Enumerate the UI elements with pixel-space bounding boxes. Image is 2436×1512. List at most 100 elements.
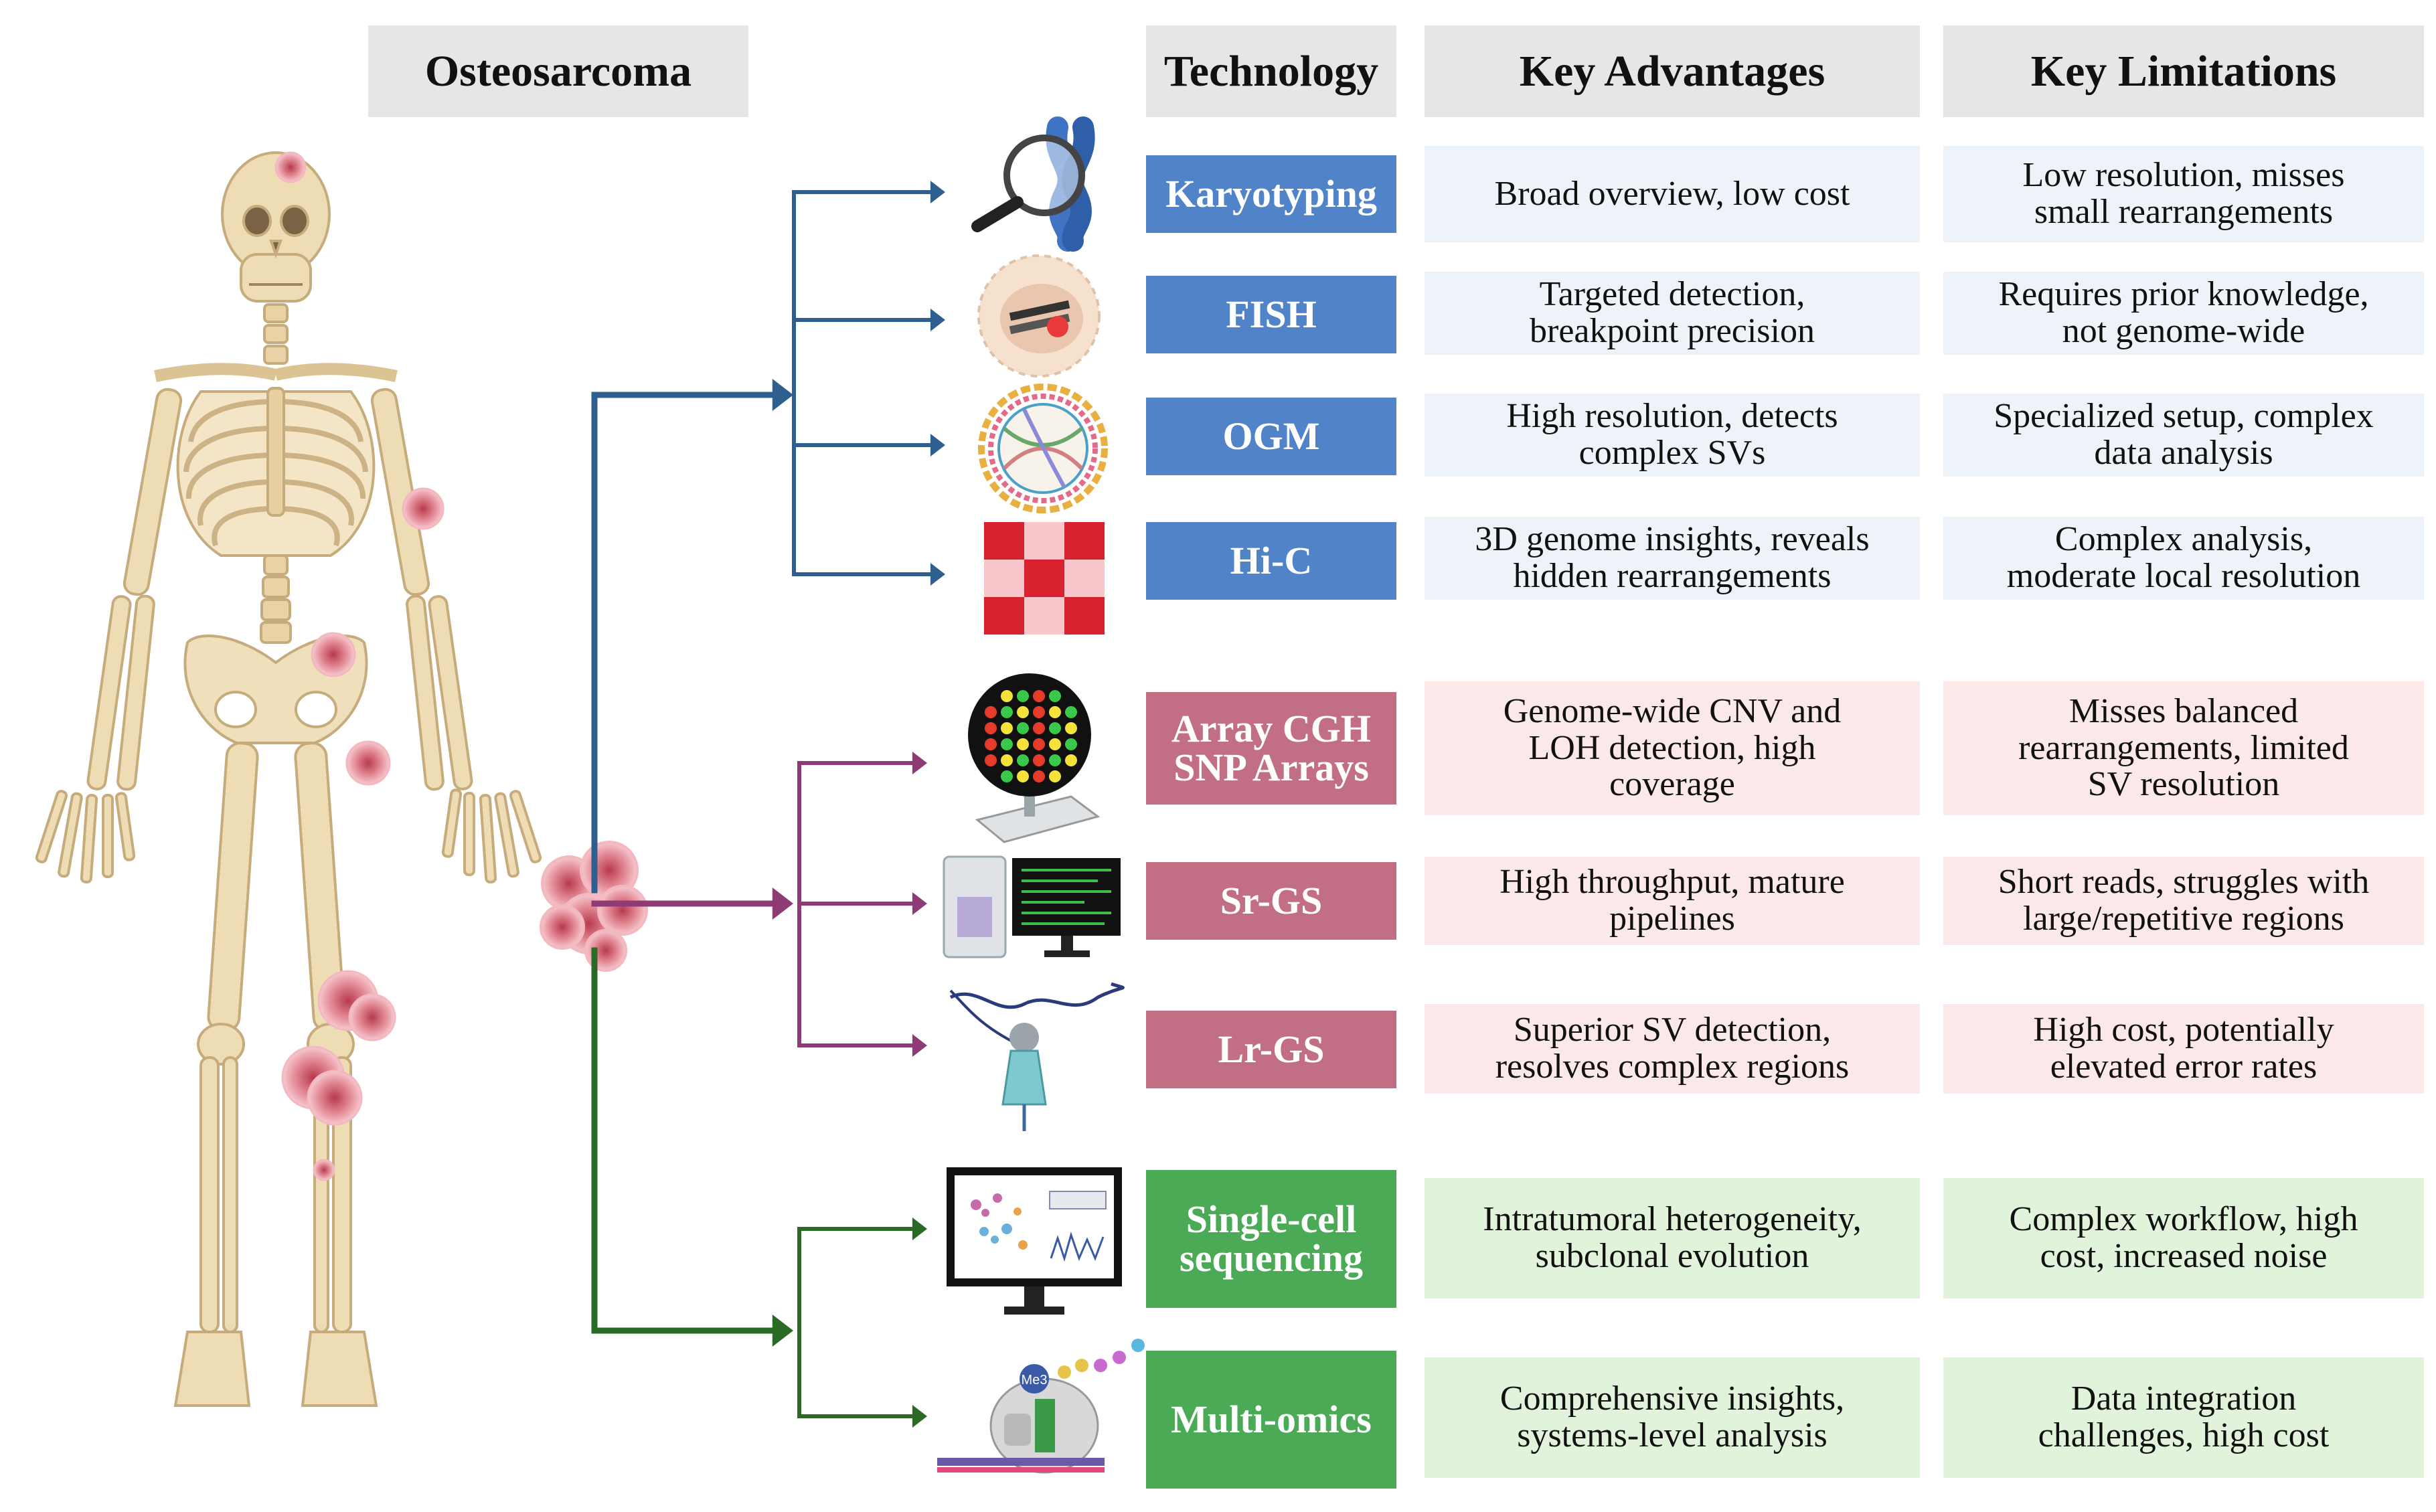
array-spot: [1065, 754, 1077, 766]
limitation-cell-line: Complex workflow, high: [2009, 1200, 2358, 1239]
technology-label-line: Single-cell: [1186, 1197, 1357, 1241]
limitation-cell-line: rearrangements, limited: [2018, 728, 2349, 767]
array-spot: [1001, 738, 1013, 750]
array-spot: [985, 706, 997, 718]
array-spot: [1017, 738, 1029, 750]
array-spot: [1065, 706, 1077, 718]
limitation-cell-line: High cost, potentially: [2033, 1011, 2334, 1049]
advantage-cell: Targeted detection,breakpoint precision: [1425, 272, 1920, 355]
technology-label-line: Sr-GS: [1220, 879, 1323, 922]
advantage-cell-line: High resolution, detects: [1506, 397, 1838, 436]
limitation-cell-line: Data integration: [2070, 1379, 2297, 1418]
technology-label: OGM: [1146, 398, 1396, 475]
sub-arrowhead-green: [912, 1405, 927, 1428]
sub-arrowhead-pink: [912, 1034, 927, 1057]
limitation-cell-line: elevated error rates: [2050, 1047, 2318, 1086]
technology-label-line: Lr-GS: [1218, 1027, 1325, 1071]
limitation-cell-line: Low resolution, misses: [2022, 156, 2345, 195]
array-spot: [1017, 690, 1029, 702]
array-spot: [1001, 690, 1013, 702]
advantage-cell-line: 3D genome insights, reveals: [1475, 520, 1870, 559]
advantage-cell-line: resolves complex regions: [1495, 1047, 1850, 1086]
technology-label-line: FISH: [1226, 292, 1317, 336]
nanopore-icon: [949, 982, 1125, 1131]
technology-label-line: Multi-omics: [1171, 1398, 1372, 1441]
array-spot: [1049, 754, 1061, 766]
limitation-cell-line: not genome-wide: [2062, 312, 2305, 350]
advantage-cell-line: Intratumoral heterogeneity,: [1483, 1200, 1862, 1239]
osteosarcoma-header: Osteosarcoma: [368, 25, 748, 117]
array-spot: [1033, 738, 1045, 750]
advantage-cell-line: LOH detection, high: [1528, 728, 1816, 767]
limitation-cell-line: Complex analysis,: [2054, 520, 2313, 559]
sub-arrowhead-blue: [930, 181, 945, 203]
multiomics-complex-icon: Me3: [937, 1339, 1145, 1474]
limitation-cell-line: Misses balanced: [2068, 692, 2299, 731]
technology-label: FISH: [1146, 276, 1396, 353]
advantage-cell-line: coverage: [1609, 765, 1735, 804]
limitation-cell: Complex analysis,moderate local resoluti…: [1943, 517, 2424, 600]
array-spot: [1049, 738, 1061, 750]
array-spot: [1049, 690, 1061, 702]
limitation-cell-line: Specialized setup, complex: [1994, 397, 2374, 436]
array-spot: [985, 722, 997, 734]
advantage-cell: Superior SV detection,resolves complex r…: [1425, 1004, 1920, 1094]
array-spot: [1017, 770, 1029, 782]
advantage-cell-line: hidden rearrangements: [1513, 557, 1832, 595]
array-spot: [1033, 754, 1045, 766]
array-spot: [1049, 770, 1061, 782]
limitation-cell-line: Requires prior knowledge,: [1998, 275, 2369, 314]
limitation-cell-line: data analysis: [2094, 434, 2273, 472]
array-spot: [1001, 722, 1013, 734]
technology-label-line: Array CGH: [1171, 707, 1371, 750]
array-spot: [1065, 738, 1077, 750]
advantage-cell-line: systems-level analysis: [1517, 1416, 1828, 1454]
arrowhead-blue: [772, 379, 793, 411]
fish-probe-cell-icon: [977, 254, 1101, 377]
sub-arrowhead-blue: [930, 309, 945, 331]
limitation-cell: Requires prior knowledge,not genome-wide: [1943, 272, 2424, 355]
array-spot: [1001, 770, 1013, 782]
array-spot: [985, 754, 997, 766]
sub-arrowhead-pink: [912, 892, 927, 915]
advantage-cell-line: Broad overview, low cost: [1494, 174, 1850, 213]
sequencer-monitor-icon: [943, 855, 1121, 958]
technology-label: Karyotyping: [1146, 155, 1396, 233]
advantages-header: Key Advantages: [1425, 25, 1920, 117]
array-spot: [1001, 754, 1013, 766]
array-spot: [1033, 706, 1045, 718]
skeleton-figure: [35, 151, 542, 1407]
advantage-cell-line: subclonal evolution: [1535, 1237, 1809, 1275]
advantage-cell: Broad overview, low cost: [1425, 146, 1920, 242]
technology-label: Sr-GS: [1146, 862, 1396, 940]
array-spot: [1049, 706, 1061, 718]
limitation-cell-line: small rearrangements: [2034, 193, 2334, 231]
advantage-cell-line: Targeted detection,: [1539, 275, 1805, 314]
advantage-cell-line: pipelines: [1609, 900, 1735, 938]
technology-label: Lr-GS: [1146, 1011, 1396, 1088]
advantage-cell: Intratumoral heterogeneity,subclonal evo…: [1425, 1178, 1920, 1298]
technology-label-line: Karyotyping: [1165, 172, 1377, 216]
advantage-cell-line: complex SVs: [1578, 434, 1766, 472]
array-spot: [1017, 722, 1029, 734]
limitation-cell-line: moderate local resolution: [2006, 557, 2361, 595]
technology-label-line: Hi-C: [1230, 539, 1313, 582]
tumor-sites: [274, 151, 444, 1181]
limitation-cell-line: cost, increased noise: [2040, 1237, 2328, 1275]
technology-label-line: sequencing: [1180, 1236, 1363, 1280]
array-spot: [1017, 754, 1029, 766]
sub-arrowhead-blue: [930, 563, 945, 586]
